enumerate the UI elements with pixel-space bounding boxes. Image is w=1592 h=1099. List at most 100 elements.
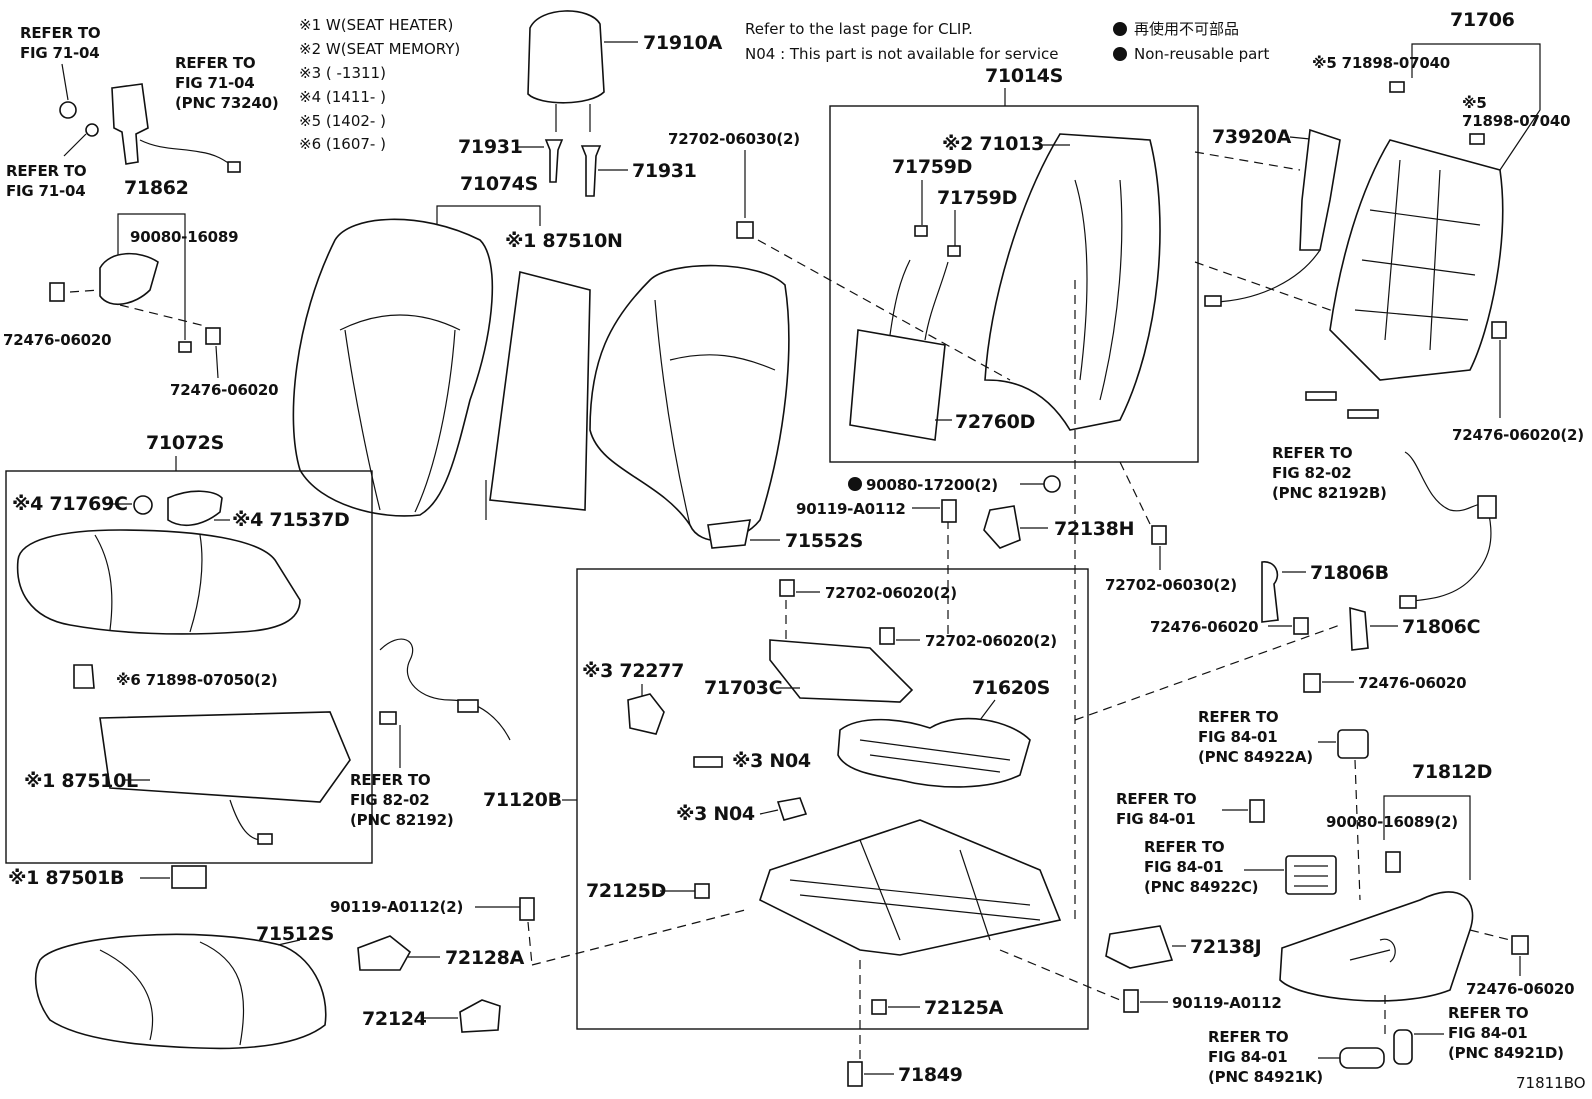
nut-icon — [59, 101, 77, 119]
label-refer-pnc: (PNC 84922A) — [1198, 748, 1313, 766]
label-refer: REFER TO — [1144, 838, 1224, 856]
label-refer: REFER TO — [6, 162, 86, 180]
cover-clip-icon — [707, 519, 752, 549]
board-hook-icon — [1305, 391, 1337, 401]
label-part-87501B: ※1 87501B — [8, 867, 124, 889]
lumbar-wire — [889, 259, 911, 336]
bracket-lead — [1383, 795, 1471, 880]
label-part-73920A: 73920A — [1212, 126, 1292, 148]
label-refer: REFER TO — [1198, 708, 1278, 726]
bolt-icon — [736, 221, 754, 239]
dashed-guide — [527, 921, 533, 966]
cover-seam — [344, 329, 381, 511]
bracket-lead — [117, 213, 186, 340]
label-part-72138H: 72138H — [1054, 518, 1134, 540]
bolt-icon — [1249, 799, 1265, 823]
label-part-71072S: 71072S — [146, 432, 224, 454]
label-part-72702-06030: 72702-06030(2) — [668, 130, 800, 148]
harness-wire — [379, 638, 511, 741]
label-refer-fig: FIG 84-01 — [1144, 858, 1224, 876]
clip-note: Refer to the last page for CLIP. — [745, 20, 973, 38]
cushion-channel — [99, 941, 245, 1046]
label-part-87510L: ※1 87510L — [24, 770, 138, 792]
label-part-72760D: 72760D — [955, 411, 1035, 433]
pad-icon — [167, 490, 223, 527]
label-refer-fig: FIG 71-04 — [175, 74, 255, 92]
bolt-icon — [178, 341, 192, 353]
legend: Refer to the last page for CLIP. N04 : T… — [745, 20, 1269, 63]
label-refer-fig: FIG 71-04 — [6, 182, 86, 200]
label-part-71706: 71706 — [1450, 9, 1515, 31]
group-bottom-left-parts: 90119-A0112(2) 72128A 72124 — [330, 897, 746, 1033]
group-center-fasteners: 90080-17200(2) 90119-A0112 72138H 72702-… — [796, 461, 1237, 1087]
label-part-72128A: 72128A — [445, 947, 525, 969]
cushion-box — [5, 470, 373, 864]
headrest-guide-icon — [580, 145, 602, 197]
label-refer-fig: FIG 82-02 — [1272, 464, 1352, 482]
group-bolt-72702-06030-top: 72702-06030(2) — [668, 130, 1011, 381]
label-part-71014S: 71014S — [985, 65, 1063, 87]
cover-icon — [983, 505, 1021, 549]
bolt-icon — [1123, 989, 1139, 1013]
label-part-N04: ※3 N04 — [732, 750, 811, 772]
cover-icon — [459, 999, 501, 1033]
connector-icon — [1477, 495, 1497, 519]
label-part-71898-07050: ※6 71898-07050(2) — [116, 671, 278, 689]
lumbar-wire — [924, 261, 949, 341]
label-part-90119-A0112-2: 90119-A0112(2) — [330, 898, 463, 916]
label-part-90119-A0112: 90119-A0112 — [796, 500, 906, 518]
leader — [215, 345, 219, 379]
clip-icon — [871, 999, 887, 1015]
spring-wire — [859, 739, 1011, 773]
label-part-71620S: 71620S — [972, 677, 1050, 699]
seatback-cover-rear-icon — [292, 218, 494, 517]
seatback-cover-front-icon — [589, 264, 790, 542]
clip-icon — [914, 225, 928, 237]
nonreusable-dot-icon — [1113, 22, 1127, 36]
group-seatback-heater: ※1 87510N — [485, 230, 623, 520]
label-refer-pnc: (PNC 84921D) — [1448, 1044, 1564, 1062]
label-part-71806B: 71806B — [1310, 562, 1389, 584]
adjuster-box — [576, 568, 1089, 1030]
bolt-icon — [1151, 525, 1167, 545]
clip-icon — [694, 883, 710, 899]
label-part-90119-A0112: 90119-A0112 — [1172, 994, 1282, 1012]
label-part-72702-06020: 72702-06020(2) — [825, 584, 957, 602]
label-part-72476-06020-2: 72476-06020(2) — [1452, 426, 1584, 444]
label-refer-pnc: (PNC 84922C) — [1144, 878, 1258, 896]
label-refer: REFER TO — [20, 24, 100, 42]
cover-icon — [357, 935, 412, 971]
label-refer: REFER TO — [1116, 790, 1196, 808]
label-part-71552S: 71552S — [785, 530, 863, 552]
label-part-71898-07040: ※5 71898-07040 — [1312, 54, 1450, 72]
label-part-72277: ※3 72277 — [582, 660, 684, 682]
shield-detail — [1349, 938, 1396, 963]
connector-icon — [257, 833, 273, 845]
label-refer-fig: FIG 82-02 — [350, 791, 430, 809]
group-seatbelt-buckle: REFER TO FIG 71-04 REFER TO FIG 71-04 (P… — [3, 24, 279, 399]
nonreusable-jp: 再使用不可部品 — [1134, 20, 1239, 38]
label-part-72124: 72124 — [362, 1008, 427, 1030]
bolt-icon — [1491, 321, 1507, 339]
label-part-90080-16089-2: 90080-16089(2) — [1326, 813, 1458, 831]
note-range-3: ※3 ( -1311) — [299, 64, 386, 82]
side-airbag-trim-icon — [1299, 128, 1341, 251]
label-part-71759D: 71759D — [937, 187, 1017, 209]
switch-ribs — [1294, 865, 1328, 887]
label-part-72125D: 72125D — [586, 880, 666, 902]
buckle-wire — [139, 139, 236, 169]
trim-wire — [1214, 249, 1321, 303]
leader — [979, 699, 996, 721]
bolt-icon — [49, 282, 65, 302]
label-refer-fig: FIG 84-01 — [1198, 728, 1278, 746]
anchor-bracket-icon — [99, 252, 159, 306]
label-part-71806C: 71806C — [1402, 616, 1480, 638]
group-seat-wire-harness: REFER TO FIG 82-02 (PNC 82192) — [350, 638, 511, 829]
label-refer: REFER TO — [350, 771, 430, 789]
label-part-71931: 71931 — [458, 136, 523, 158]
dashed-guide — [1469, 929, 1511, 941]
bracket-icon — [1349, 606, 1369, 651]
nonreusable-dot-icon — [1113, 47, 1127, 61]
note-range-4: ※4 (1411- ) — [299, 88, 386, 106]
